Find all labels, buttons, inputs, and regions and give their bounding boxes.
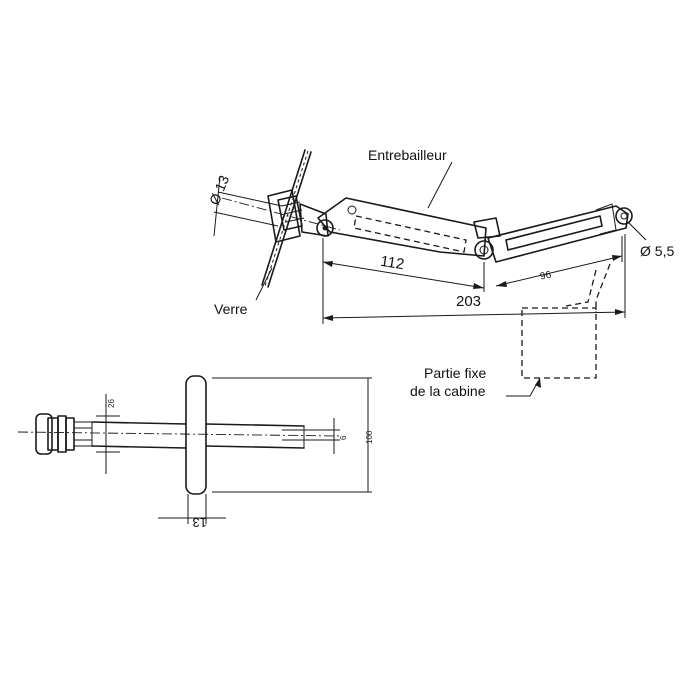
dim-13-width bbox=[158, 494, 226, 524]
label-partie-fixe-line2: de la cabine bbox=[410, 383, 486, 399]
dim-112 bbox=[322, 238, 485, 292]
dim-text-100: 100 bbox=[365, 430, 374, 444]
dia13-dimension-line bbox=[213, 175, 221, 237]
dia13-extension-lower bbox=[213, 211, 279, 227]
dim-100 bbox=[212, 377, 372, 493]
dim-text-13-width: 13 bbox=[193, 515, 207, 530]
label-entrebailleur: Entrebailleur bbox=[368, 147, 447, 163]
handle-assembly bbox=[17, 375, 372, 524]
glass-pane bbox=[261, 149, 312, 288]
arm-112 bbox=[317, 197, 501, 257]
arm-96 bbox=[487, 203, 629, 263]
entrebailleur-assembly bbox=[213, 149, 647, 397]
dim-text-26: 26 bbox=[107, 399, 116, 408]
handle-shaft-top bbox=[91, 421, 187, 425]
dim-96 bbox=[495, 236, 623, 287]
dim-text-96: 96 bbox=[539, 269, 553, 282]
dim-26 bbox=[96, 394, 120, 474]
dia55-leader bbox=[627, 221, 647, 241]
dim-text-203: 203 bbox=[456, 293, 481, 310]
dim-203 bbox=[322, 234, 626, 324]
pivot-joint-left bbox=[316, 219, 334, 237]
label-partie-fixe-line1: Partie fixe bbox=[424, 365, 486, 381]
pivot-joint-right bbox=[615, 207, 633, 225]
cabin-fixed-part bbox=[506, 263, 611, 397]
handle-shaft-bottom bbox=[91, 445, 187, 449]
handle-knob bbox=[35, 413, 93, 455]
label-verre: Verre bbox=[214, 301, 248, 317]
dim-text-112: 112 bbox=[379, 253, 405, 274]
dim-text-dia55: Ø 5,5 bbox=[640, 243, 674, 259]
verre-leader bbox=[255, 267, 273, 301]
entrebailleur-leader bbox=[427, 161, 453, 209]
dim-text-dia13: Ø 13 bbox=[206, 173, 232, 207]
dia13-extension-upper bbox=[217, 191, 283, 207]
dim-text-6: 6 bbox=[339, 435, 348, 440]
central-joint bbox=[474, 240, 494, 260]
dim-6 bbox=[318, 418, 340, 454]
handle-crossbar bbox=[185, 375, 207, 495]
